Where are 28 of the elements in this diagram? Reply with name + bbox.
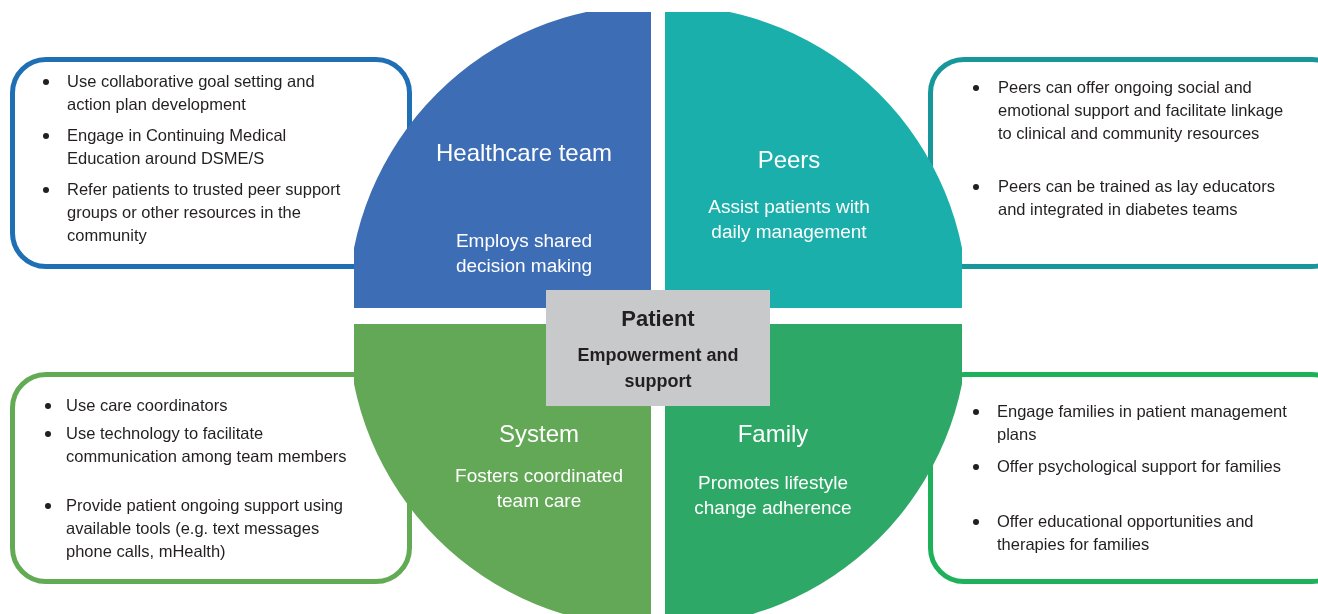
sector-description: Assist patients with daily management — [707, 195, 871, 244]
bullet-text: Peers can be trained as lay educators and integrated in diabetes teams — [998, 176, 1276, 220]
bullet-text: Use technology to facilitate communication among team members — [66, 423, 348, 467]
bullet-text: Provide patient ongoing support using available tools (e.g. text messages phone calls, mHealth) — [66, 495, 345, 562]
bullet-text: Offer psychological support for families — [997, 456, 1282, 477]
center-heading: Patient — [620, 305, 696, 333]
sector-description: Fosters coordinated team care — [454, 464, 624, 513]
bullet-text: Peers can offer ongoing social and emotional support and facilitate linkage to clinical and community resources — [998, 77, 1285, 144]
sector-heading: Family — [736, 419, 810, 449]
bullet-text: Engage families in patient management plans — [997, 401, 1287, 445]
bullet-text: Use care coordinators — [66, 395, 229, 416]
quadrant-sector — [665, 12, 962, 308]
callout-box — [928, 57, 1318, 269]
bullet-text: Refer patients to trusted peer support groups or other resources in the community — [67, 179, 342, 246]
center-box — [546, 290, 770, 406]
callout-box — [10, 372, 412, 584]
sector-heading: System — [498, 419, 580, 449]
quadrant-sector — [354, 12, 651, 308]
callout-box — [10, 57, 412, 269]
bullet-text: Use collaborative goal setting and action plan development — [67, 71, 316, 115]
callout-box — [928, 372, 1318, 584]
sector-description: Employs shared decision making — [454, 229, 594, 278]
center-subheading: Empowerment and support — [576, 344, 740, 393]
bullet-text: Engage in Continuing Medical Education around DSME/S — [67, 125, 288, 169]
sector-description: Promotes lifestyle change adherence — [693, 471, 853, 520]
sector-heading: Healthcare team — [434, 138, 614, 168]
bullet-text: Offer educational opportunities and therapies for families — [997, 511, 1255, 555]
sector-heading: Peers — [756, 145, 822, 175]
